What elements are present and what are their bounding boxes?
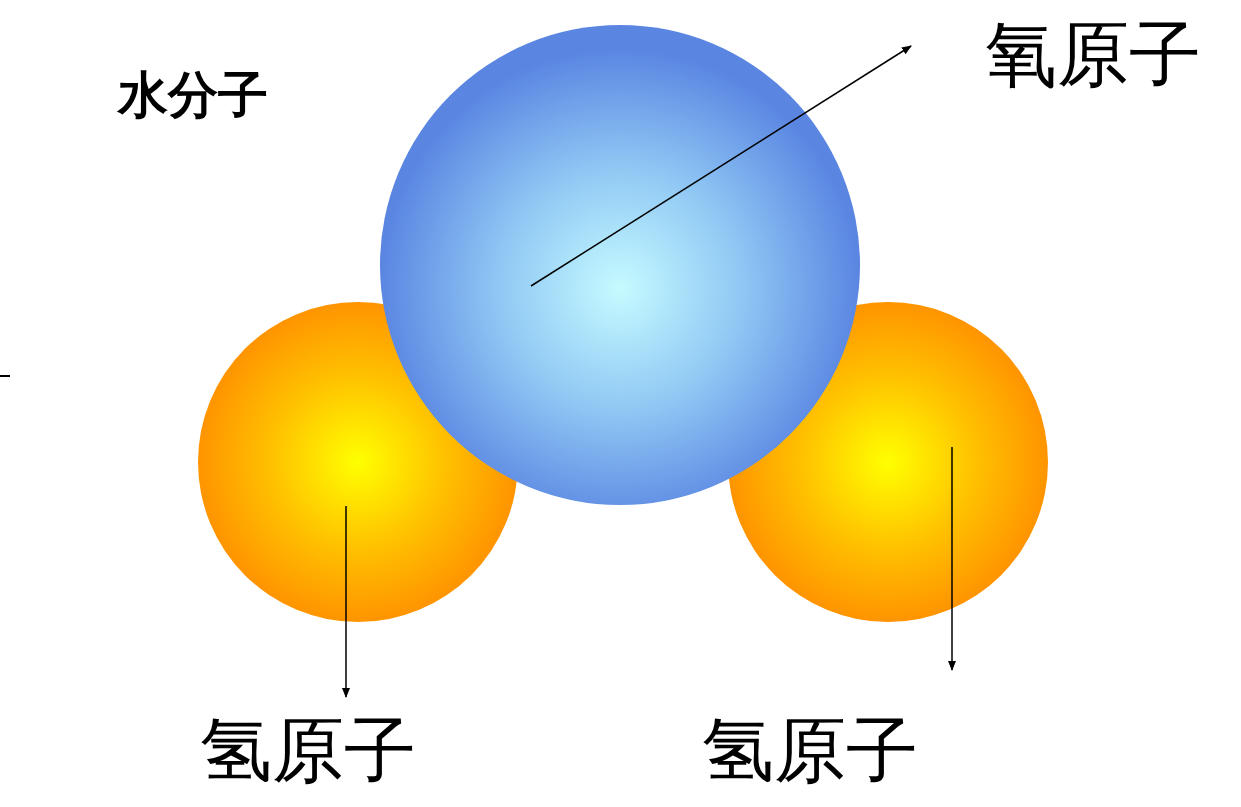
diagram-title: 水分子 <box>118 70 268 120</box>
oxygen-atom <box>380 25 860 505</box>
edge-tick <box>0 375 10 377</box>
atom-label: 氢原子 <box>200 714 416 786</box>
atom-label: 氧原子 <box>985 18 1201 90</box>
leader-line <box>951 447 953 670</box>
leader-line <box>531 46 911 286</box>
atom-label: 氢原子 <box>702 714 918 786</box>
leader-line <box>345 506 347 697</box>
